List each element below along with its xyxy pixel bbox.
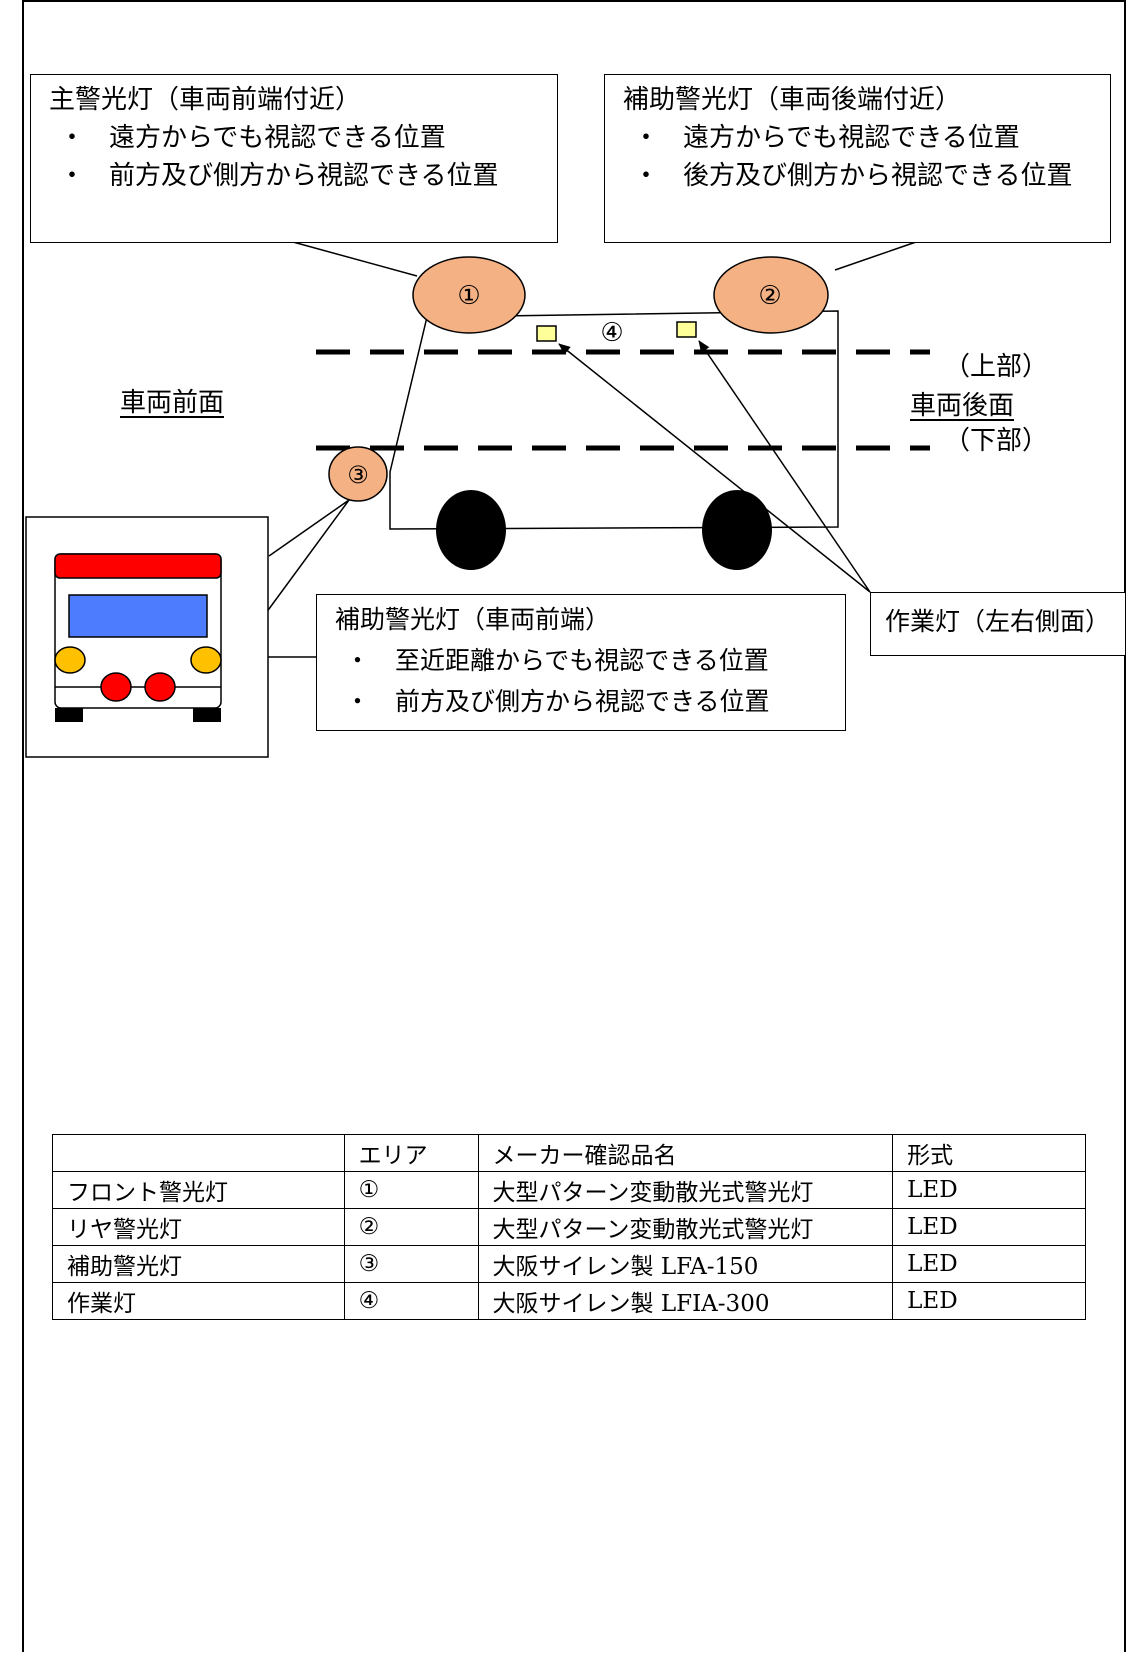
table-cell: 大型パターン変動散光式警光灯 [477,1208,894,1246]
table-cell: ④ [343,1282,479,1320]
main-light-callout: 主警光灯（車両前端付近） ・ 遠方からでも視認できる位置 ・ 前方及び側方から視… [30,74,558,243]
work-light-title: 作業灯（左右側面） [885,607,1111,636]
front-aux-light-title: 補助警光灯（車両前端） [335,605,611,634]
front-aux-light-bullet: ・ 至近距離からでも視認できる位置 [345,646,769,675]
main-light-title: 主警光灯（車両前端付近） [49,85,362,115]
front-view-tire-left [55,708,83,722]
table-row: 補助警光灯 ③ 大阪サイレン製 LFA-150 LED [52,1245,1086,1283]
front-aux-light-bullet: ・ 前方及び側方から視認できる位置 [345,687,770,716]
rear-aux-light-bullet: ・ 後方及び側方から視認できる位置 [633,161,1073,191]
upper-label: （上部） [944,352,1049,382]
main-light-bullet: ・ 前方及び側方から視認できる位置 [59,161,499,191]
rear-wheel [702,490,772,570]
front-view-amber-right [190,646,222,674]
table-cell: 大阪サイレン製 LFA-150 [477,1245,894,1283]
marker-2: ② [758,281,781,311]
work-light-callout: 作業灯（左右側面） [870,592,1126,656]
table-cell: LED [892,1171,1086,1209]
table-row: フロント警光灯 ① 大型パターン変動散光式警光灯 LED [52,1171,1086,1209]
table-cell: 作業灯 [52,1282,345,1320]
light-1-oval [412,256,526,334]
main-light-bullet: ・ 遠方からでも視認できる位置 [59,123,446,153]
table-cell: 補助警光灯 [52,1245,345,1283]
table-header-cell: 形式 [892,1134,1086,1172]
marker-1: ① [457,281,480,311]
work-light-arrow-rear [698,340,871,593]
front-view-amber-left [54,646,86,674]
table-cell: 大阪サイレン製 LFIA-300 [477,1282,894,1320]
marker-4: ④ [600,318,623,348]
table-cell: LED [892,1208,1086,1246]
light-2-oval [713,256,829,334]
table-cell: リヤ警光灯 [52,1208,345,1246]
work-light-arrow-front [558,343,871,593]
work-light-front [536,325,557,342]
table-cell: ① [343,1171,479,1209]
light-3-oval [328,446,388,502]
table-cell: ② [343,1208,479,1246]
table-header-row: エリア メーカー確認品名 形式 [52,1134,1086,1172]
marker-3: ③ [347,461,369,489]
rear-aux-light-title: 補助警光灯（車両後端付近） [623,85,962,115]
table-header-cell: エリア [343,1134,479,1172]
main-light-pointer [292,241,418,277]
lower-label: （下部） [944,426,1049,456]
table-cell: 大型パターン変動散光式警光灯 [477,1171,894,1209]
front-view-pointer [265,499,350,614]
front-aux-light-callout: 補助警光灯（車両前端） ・ 至近距離からでも視認できる位置 ・ 前方及び側方から… [316,594,846,731]
rear-aux-light-callout: 補助警光灯（車両後端付近） ・ 遠方からでも視認できる位置 ・ 後方及び側方から… [604,74,1111,243]
front-view-red-bar [54,553,222,579]
page-frame [22,0,1126,1652]
table-row: 作業灯 ④ 大阪サイレン製 LFIA-300 LED [52,1282,1086,1320]
vehicle-rear-label: 車両後面 [910,391,1015,421]
table-header-cell [52,1134,345,1172]
vehicle-front-label: 車両前面 [120,388,225,418]
table-cell: ③ [343,1245,479,1283]
table-row: リヤ警光灯 ② 大型パターン変動散光式警光灯 LED [52,1208,1086,1246]
front-view-windshield [68,594,208,638]
table-header-cell: メーカー確認品名 [477,1134,894,1172]
front-view-red-left [100,672,132,702]
front-view-tire-right [193,708,221,722]
rear-aux-pointer [834,241,917,271]
front-wheel [436,490,506,570]
table-cell: LED [892,1282,1086,1320]
table-cell: フロント警光灯 [52,1171,345,1209]
rear-aux-light-bullet: ・ 遠方からでも視認できる位置 [633,123,1020,153]
work-light-rear [676,321,697,338]
front-view-red-right [144,672,176,702]
table-cell: LED [892,1245,1086,1283]
light-spec-table: エリア メーカー確認品名 形式 フロント警光灯 ① 大型パターン変動散光式警光灯… [52,1134,1086,1320]
